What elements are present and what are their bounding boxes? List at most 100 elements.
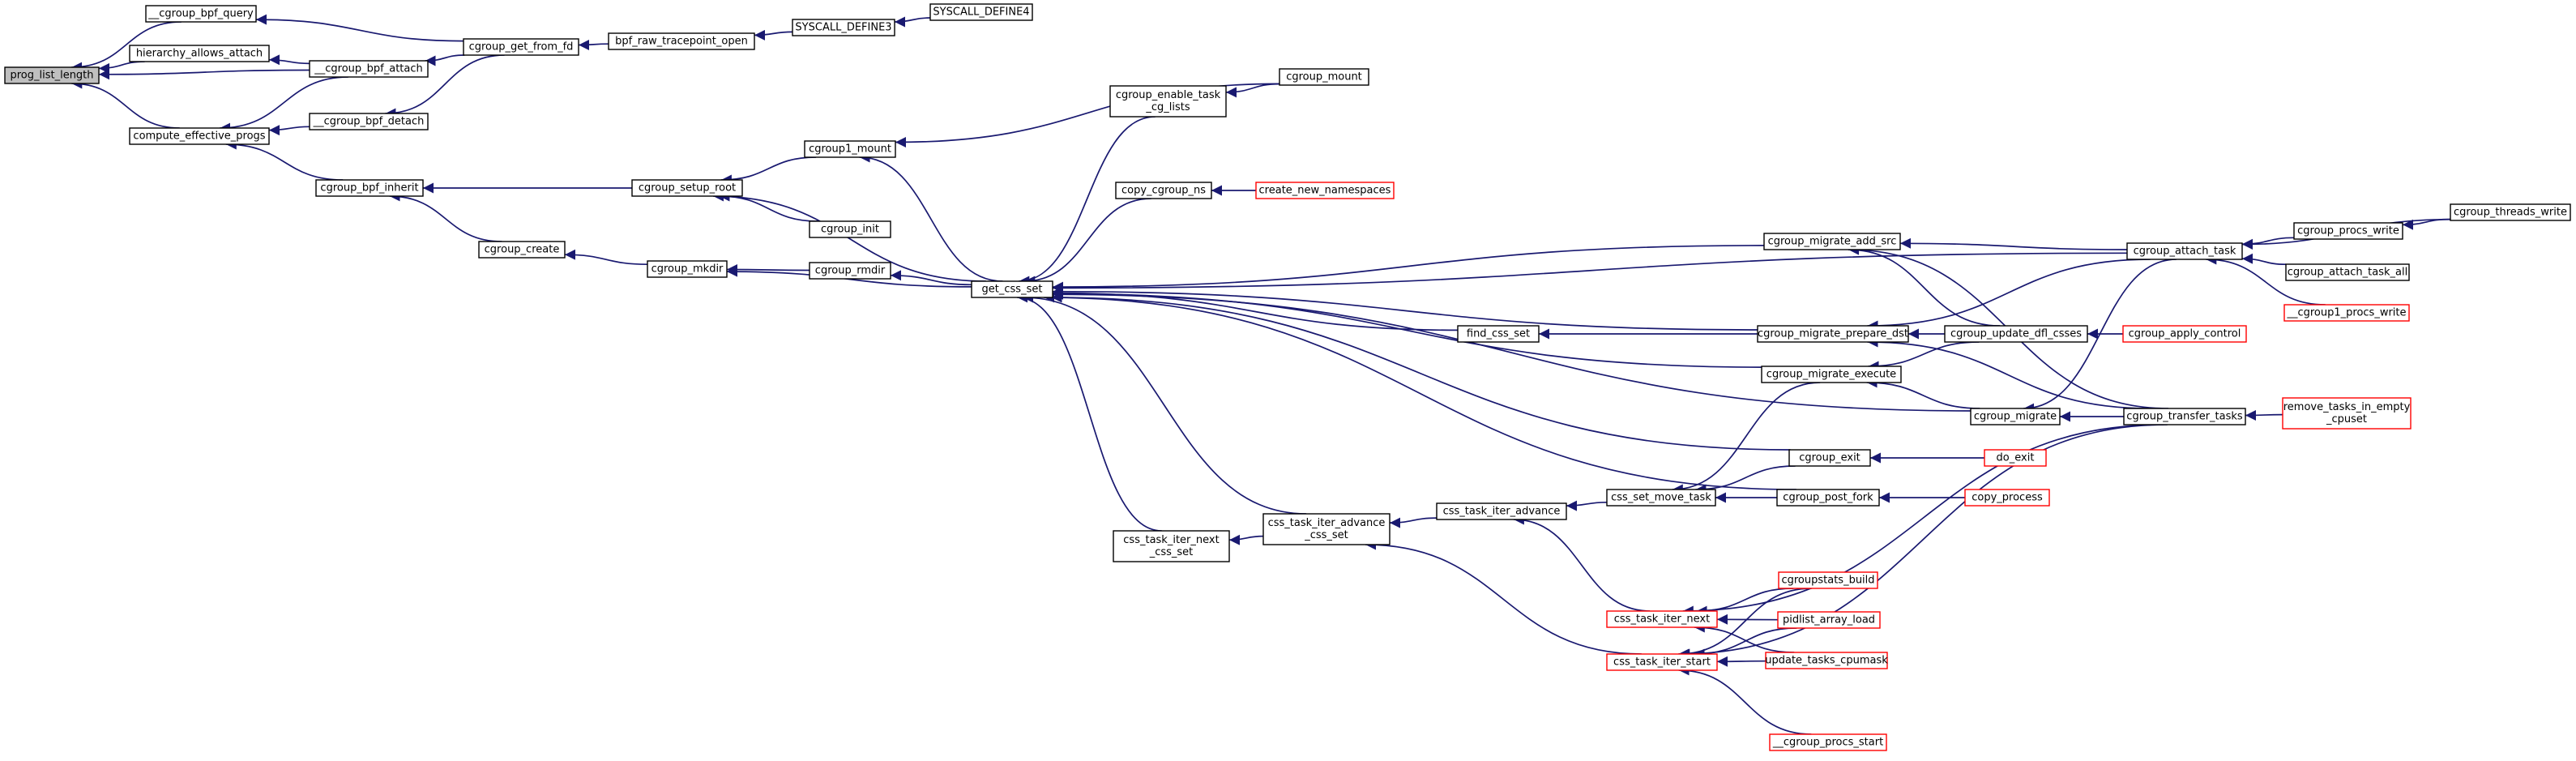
edge-path — [1899, 237, 2128, 250]
node-box — [2126, 242, 2243, 260]
edge-path — [2245, 409, 2283, 421]
node-cgroup-bpf-detach[interactable]: __cgroup_bpf_detach — [309, 113, 429, 130]
node-cgroup-attach-task-all[interactable]: cgroup_attach_task_all — [2285, 263, 2410, 281]
node-layer: prog_list_length __cgroup_bpf_queryhierar… — [4, 3, 2571, 751]
node-cgroup-threads-write[interactable]: cgroup_threads_write — [2450, 203, 2571, 221]
node-label: _cpuset — [2326, 413, 2367, 425]
node-cgroup-attach-task[interactable]: cgroup_attach_task — [2126, 242, 2243, 260]
node-get-css-set[interactable]: get_css_set — [971, 280, 1053, 298]
node-copy-cgroup-ns[interactable]: copy_cgroup_ns — [1115, 182, 1212, 199]
node-box — [792, 19, 895, 36]
edge-path — [720, 156, 817, 186]
node-label: cgroup_rmdir — [815, 265, 886, 277]
node-remove-tasks-in-empty-cpuset[interactable]: remove_tasks_in_empty_cpuset — [2282, 397, 2412, 430]
node-cgroup-migrate-execute[interactable]: cgroup_migrate_execute — [1761, 366, 1902, 383]
node-box — [1606, 489, 1716, 507]
node-label: remove_tasks_in_empty — [2283, 401, 2411, 413]
node-box — [1944, 325, 2088, 343]
edge-path — [1716, 656, 1766, 667]
node-label: cgroup_attach_task_all — [2288, 267, 2407, 279]
edge-cgroup-migrate-to-cgroup-migrate-execute — [1866, 377, 1980, 409]
node-cgroup-get-from-fd[interactable]: cgroup_get_from_fd — [463, 38, 579, 56]
edge-path — [894, 16, 931, 28]
node-css-task-iter-next[interactable]: css_task_iter_next — [1606, 610, 1718, 628]
node-compute-effective-progs[interactable]: compute_effective_progs — [129, 127, 270, 145]
node-css-task-iter-advance[interactable]: css_task_iter_advance — [1436, 502, 1567, 520]
node-box — [631, 179, 743, 197]
node-cgroup-rmdir[interactable]: cgroup_rmdir — [809, 262, 891, 280]
node-cgroup-migrate-add-src[interactable]: cgroup_migrate_add_src — [1763, 233, 1901, 250]
node-SYSCALL-DEFINE4[interactable]: SYSCALL_DEFINE4 — [929, 3, 1033, 21]
edge-css-task-iter-next-css-set-to-get-css-set — [1017, 292, 1162, 532]
edge-layer — [71, 14, 2451, 735]
node-cgroup-bpf-query[interactable]: __cgroup_bpf_query — [145, 5, 257, 23]
node-label: _css_set — [1304, 529, 1348, 541]
node-bpf-raw-tracepoint-open[interactable]: bpf_raw_tracepoint_open — [608, 32, 755, 50]
node-cgroupstats-build[interactable]: cgroupstats_build — [1778, 571, 1878, 589]
node-copy-process[interactable]: copy_process — [1964, 489, 2050, 507]
edge-remove-tasks-in-empty-cpuset-to-cgroup-transfer-tasks — [2245, 409, 2283, 421]
node-cgroup-migrate-prepare-dst[interactable]: cgroup_migrate_prepare_dst — [1757, 325, 1909, 343]
node-cgroup-procs-start[interactable]: __cgroup_procs_start — [1769, 733, 1887, 751]
edge-cgroup-bpf-inherit-to-compute-effective-progs — [225, 139, 344, 181]
node-box — [809, 220, 891, 238]
node-cgroup-create[interactable]: cgroup_create — [478, 241, 566, 259]
edge-path — [71, 21, 182, 73]
edge-css-task-iter-advance-css-set-to-css-task-iter-next-css-set — [1228, 534, 1264, 545]
node-cgroup-transfer-tasks[interactable]: cgroup_transfer_tasks — [2123, 408, 2246, 425]
edge-path — [1848, 244, 2001, 327]
edge-cgroup-post-fork-to-get-css-set — [1044, 292, 1796, 490]
node-find-css-set[interactable]: find_css_set — [1457, 325, 1540, 343]
node-label: pidlist_array_load — [1783, 614, 1875, 626]
node-box — [2283, 304, 2410, 322]
edge-path — [1868, 341, 1980, 372]
edge-copy-cgroup-ns-to-get-css-set — [1024, 198, 1151, 287]
node-cgroup1-mount[interactable]: cgroup1_mount — [804, 140, 896, 158]
node-box — [1113, 530, 1230, 562]
node-cgroup-update-dfl-csses[interactable]: cgroup_update_dfl_csses — [1944, 325, 2088, 343]
node-cgroup-setup-root[interactable]: cgroup_setup_root — [631, 179, 743, 197]
node-hierarchy-allows-attach[interactable]: hierarchy_allows_attach — [129, 45, 270, 62]
node-cgroup-exit[interactable]: cgroup_exit — [1788, 449, 1871, 467]
edge-path — [385, 54, 505, 119]
node-label: css_task_iter_advance — [1443, 506, 1561, 518]
edge-compute-effective-progs-to-prog-list-length — [71, 78, 180, 129]
node-cgroup-init[interactable]: cgroup_init — [809, 220, 891, 238]
node-create-new-namespaces[interactable]: create_new_namespaces — [1255, 182, 1395, 199]
node-label: SYSCALL_DEFINE3 — [795, 22, 891, 34]
node-update-tasks-cpumask[interactable]: update_tasks_cpumask — [1765, 652, 1888, 669]
node-cgroup1-procs-write[interactable]: __cgroup1_procs_write — [2283, 304, 2410, 322]
node-cgroup-migrate[interactable]: cgroup_migrate — [1970, 408, 2061, 425]
edge-path — [726, 264, 810, 276]
node-cgroup-bpf-inherit[interactable]: cgroup_bpf_inherit — [315, 179, 424, 197]
node-label: hierarchy_allows_attach — [136, 48, 263, 60]
node-cgroup-mount[interactable]: cgroup_mount — [1279, 68, 1369, 86]
node-label: find_css_set — [1467, 328, 1530, 340]
edge-path — [220, 76, 348, 134]
node-css-task-iter-advance-css-set[interactable]: css_task_iter_advance_css_set — [1262, 513, 1391, 545]
node-pidlist-array-load[interactable]: pidlist_array_load — [1777, 611, 1881, 629]
node-cgroup-procs-write[interactable]: cgroup_procs_write — [2293, 222, 2403, 240]
edge-path — [1225, 83, 1280, 98]
node-css-task-iter-next-css-set[interactable]: css_task_iter_next_css_set — [1113, 530, 1230, 562]
edge-cgroupstats-build-to-css-task-iter-next — [1696, 588, 1794, 617]
node-label: do_exit — [1997, 452, 2035, 464]
node-label: cgroup_setup_root — [639, 182, 736, 195]
node-css-task-iter-start[interactable]: css_task_iter_start — [1606, 653, 1718, 671]
node-cgroup-apply-control[interactable]: cgroup_apply_control — [2122, 325, 2247, 343]
node-SYSCALL-DEFINE3[interactable]: SYSCALL_DEFINE3 — [792, 19, 895, 36]
node-label: css_set_move_task — [1611, 492, 1711, 504]
node-cgroup-mkdir[interactable]: cgroup_mkdir — [647, 260, 728, 278]
edge-path — [713, 190, 986, 282]
node-box — [129, 127, 270, 145]
node-box — [971, 280, 1053, 298]
node-cgroup-enable-task-cg-lists[interactable]: cgroup_enable_task_cg_lists — [1109, 85, 1227, 118]
node-cgroup-post-fork[interactable]: cgroup_post_fork — [1776, 489, 1880, 507]
edge-path — [2402, 218, 2451, 230]
node-do-exit[interactable]: do_exit — [1984, 449, 2047, 467]
node-prog-list-length[interactable]: prog_list_length — [4, 66, 100, 84]
node-box — [1436, 502, 1567, 520]
node-cgroup-bpf-attach[interactable]: __cgroup_bpf_attach — [309, 60, 429, 78]
node-css-set-move-task[interactable]: css_set_move_task — [1606, 489, 1716, 507]
node-box — [1109, 85, 1227, 118]
